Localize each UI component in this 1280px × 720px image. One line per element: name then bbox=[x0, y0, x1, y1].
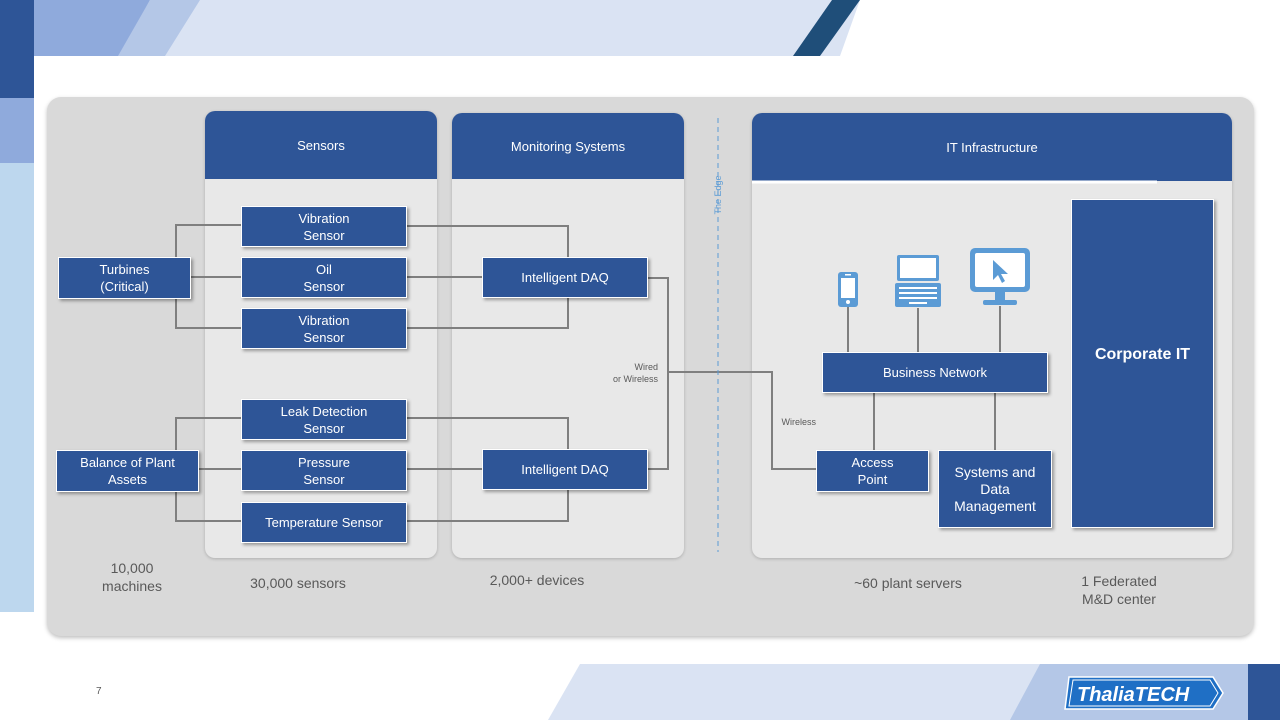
svg-text:ThaliaTECH: ThaliaTECH bbox=[1077, 684, 1190, 706]
leak-detection-sensor-box: Leak Detection Sensor bbox=[241, 399, 407, 440]
mobile-phone-icon bbox=[838, 272, 858, 307]
laptop-icon bbox=[895, 255, 941, 307]
devices-count: 2,000+ devices bbox=[489, 572, 585, 588]
systems-data-management-box: Systems and Data Management bbox=[938, 450, 1052, 528]
turbines-box: Turbines (Critical) bbox=[58, 257, 191, 299]
monitoring-column-header: Monitoring Systems bbox=[452, 113, 684, 179]
temperature-sensor-box: Temperature Sensor bbox=[241, 502, 407, 543]
it-column-header: IT Infrastructure bbox=[752, 113, 1232, 181]
thaliatech-logo: ThaliaTECH bbox=[1063, 675, 1225, 711]
oil-sensor-box: Oil Sensor bbox=[241, 257, 407, 298]
machines-count: 10,000 machines bbox=[102, 560, 162, 594]
vibration-sensor-box-1: Vibration Sensor bbox=[241, 206, 407, 247]
monitor-icon bbox=[970, 248, 1030, 305]
page-number: 7 bbox=[96, 686, 102, 697]
vibration-sensor-box-2: Vibration Sensor bbox=[241, 308, 407, 349]
servers-count: ~60 plant servers bbox=[854, 575, 962, 591]
federated-center-count: 1 Federated M&D center bbox=[1081, 573, 1157, 607]
edge-label: The Edge bbox=[713, 175, 723, 215]
monitoring-column: Monitoring Systems bbox=[452, 113, 684, 558]
sensors-count: 30,000 sensors bbox=[250, 575, 346, 591]
intelligent-daq-box-top: Intelligent DAQ bbox=[482, 257, 648, 298]
wired-or-wireless-label: Wired or Wireless bbox=[612, 362, 658, 384]
corporate-it-box: Corporate IT bbox=[1071, 199, 1214, 528]
balance-of-plant-box: Balance of Plant Assets bbox=[56, 450, 199, 492]
sensors-column-header: Sensors bbox=[205, 111, 437, 179]
access-point-box: Access Point bbox=[816, 450, 929, 492]
pressure-sensor-box: Pressure Sensor bbox=[241, 450, 407, 491]
intelligent-daq-box-bottom: Intelligent DAQ bbox=[482, 449, 648, 490]
business-network-box: Business Network bbox=[822, 352, 1048, 393]
wireless-label: Wireless bbox=[781, 417, 816, 427]
